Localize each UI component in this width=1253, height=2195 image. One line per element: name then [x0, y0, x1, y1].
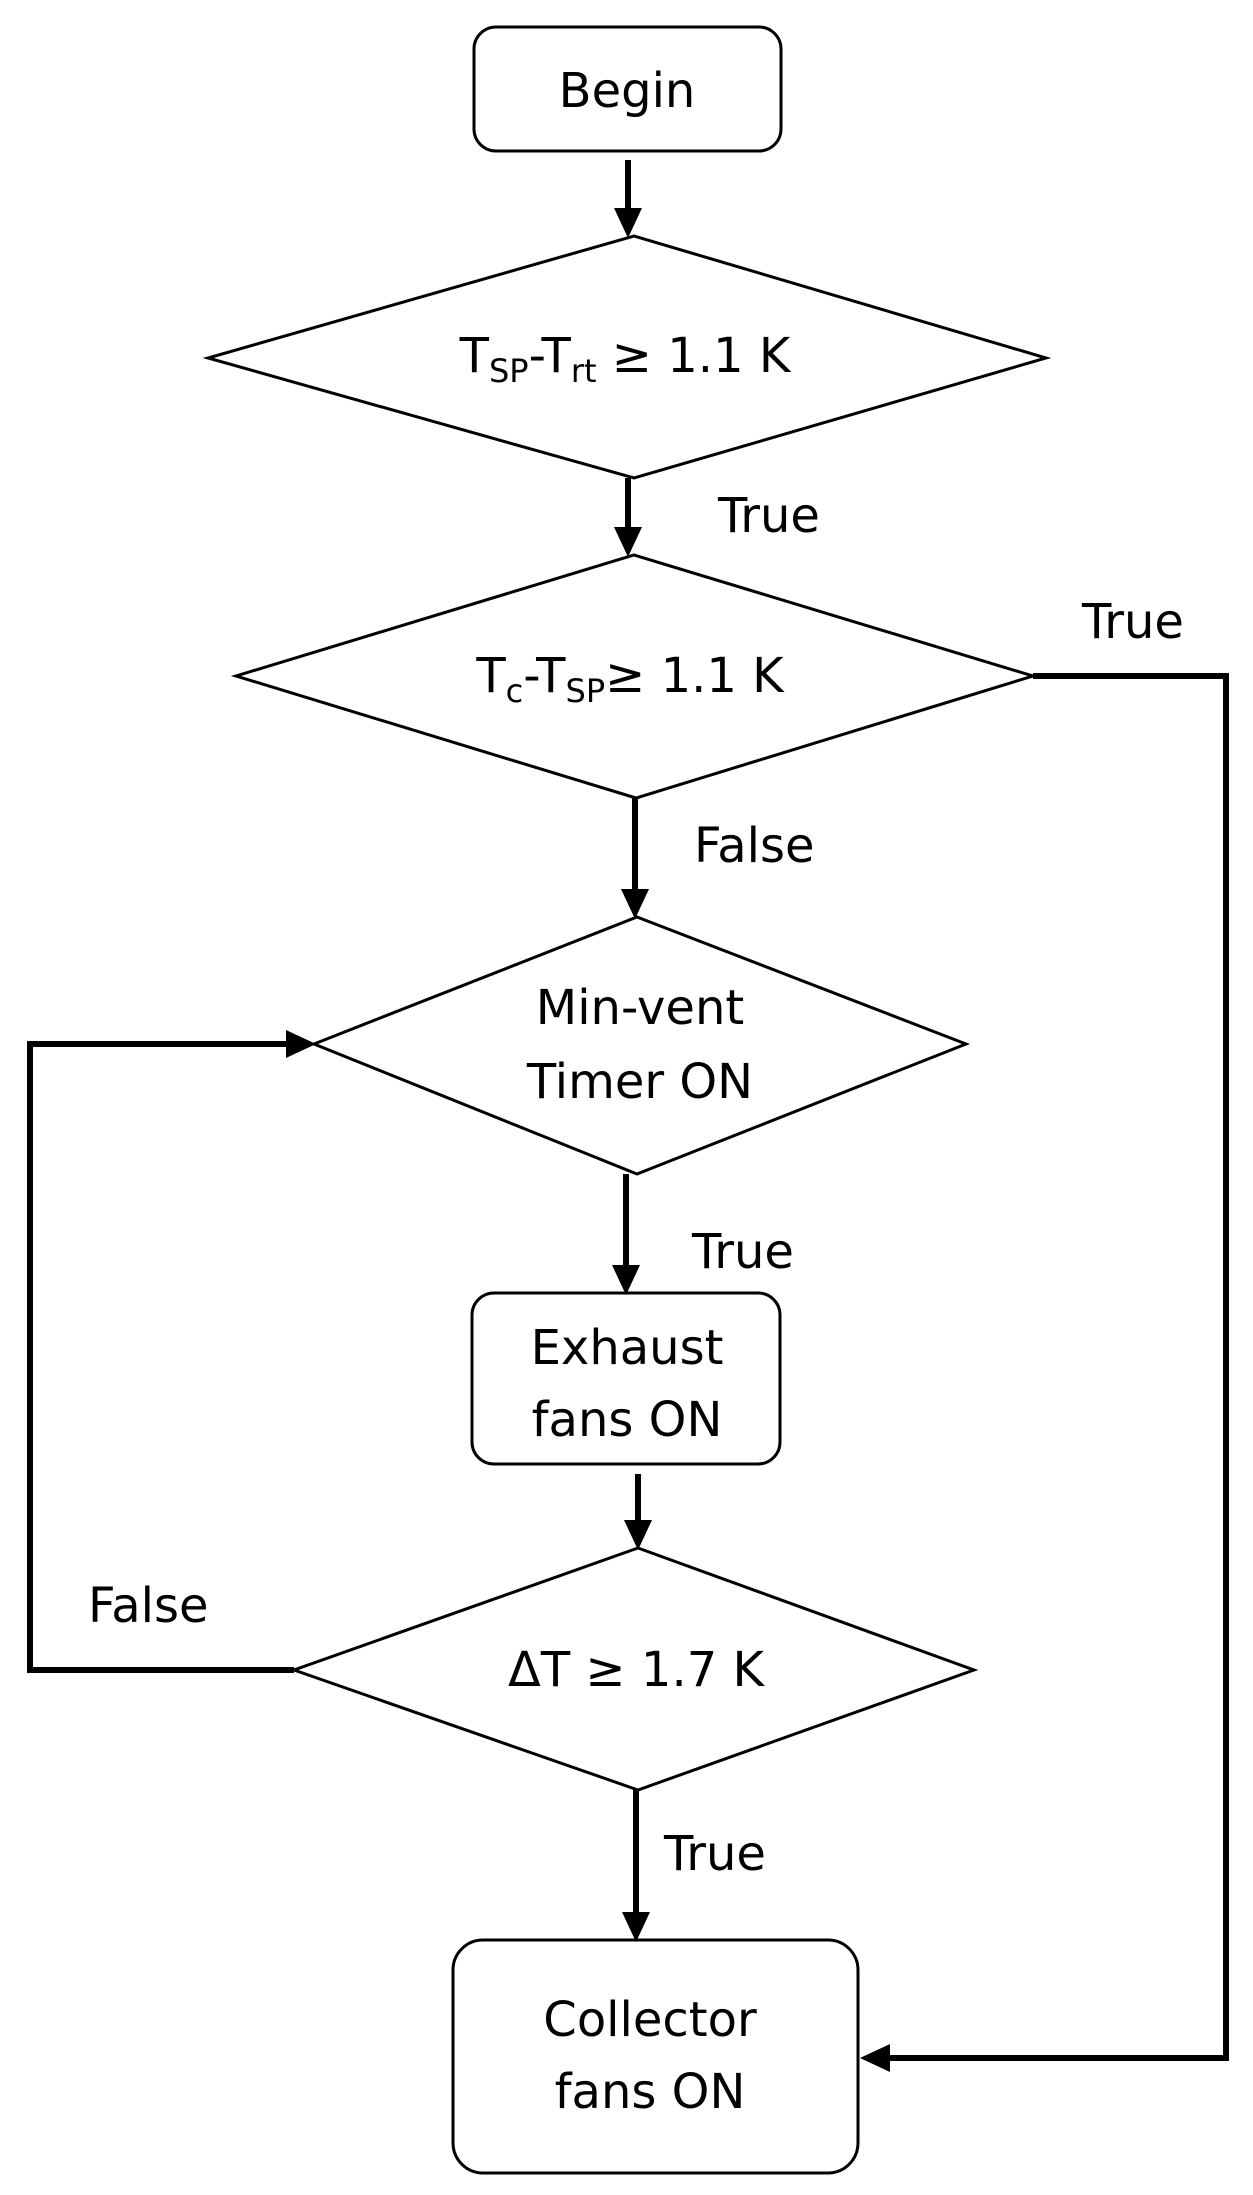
collector-fans-label-line1: Collector — [543, 1992, 757, 2048]
arrow-begin-to-decision1 — [614, 160, 642, 238]
decision-node-3 — [309, 915, 971, 1176]
decision1-label: TSP-Trt ≥ 1.1 K — [459, 328, 792, 390]
arrow-decision1-to-decision2 — [614, 478, 642, 557]
edge-label-d1-true: True — [717, 488, 820, 544]
arrow-decision2-to-decision3 — [621, 798, 649, 919]
arrow-decision2-true-to-collector-fans — [860, 673, 1229, 2072]
decision3-label-line1: Min-vent — [536, 980, 744, 1036]
decision3-label-line2: Timer ON — [526, 1054, 753, 1110]
exhaust-fans-label-line2: fans ON — [532, 1392, 723, 1448]
edge-label-d2-false: False — [694, 818, 815, 874]
edge-label-d4-false: False — [88, 1578, 209, 1634]
edge-label-d2-true: True — [1081, 594, 1184, 650]
decision2-label: Tc-TSP≥ 1.1 K — [475, 648, 785, 710]
decision4-label: ΔT ≥ 1.7 K — [508, 1642, 765, 1698]
edge-label-d3-true: True — [691, 1224, 794, 1280]
arrow-decision4-to-collector-fans — [622, 1790, 650, 1942]
arrow-exhaust-fans-to-decision4 — [624, 1474, 652, 1550]
process-node-collector-fans — [451, 1938, 860, 2175]
begin-label: Begin — [559, 63, 696, 119]
collector-fans-label-line2: fans ON — [555, 2064, 746, 2120]
decision-node-1 — [202, 234, 1052, 480]
edge-label-d4-true: True — [663, 1826, 766, 1882]
begin-node — [472, 25, 783, 153]
arrow-decision4-false-loop-to-decision3 — [27, 1030, 316, 1673]
exhaust-fans-label-line1: Exhaust — [531, 1320, 724, 1376]
arrow-decision3-to-exhaust-fans — [612, 1174, 640, 1295]
